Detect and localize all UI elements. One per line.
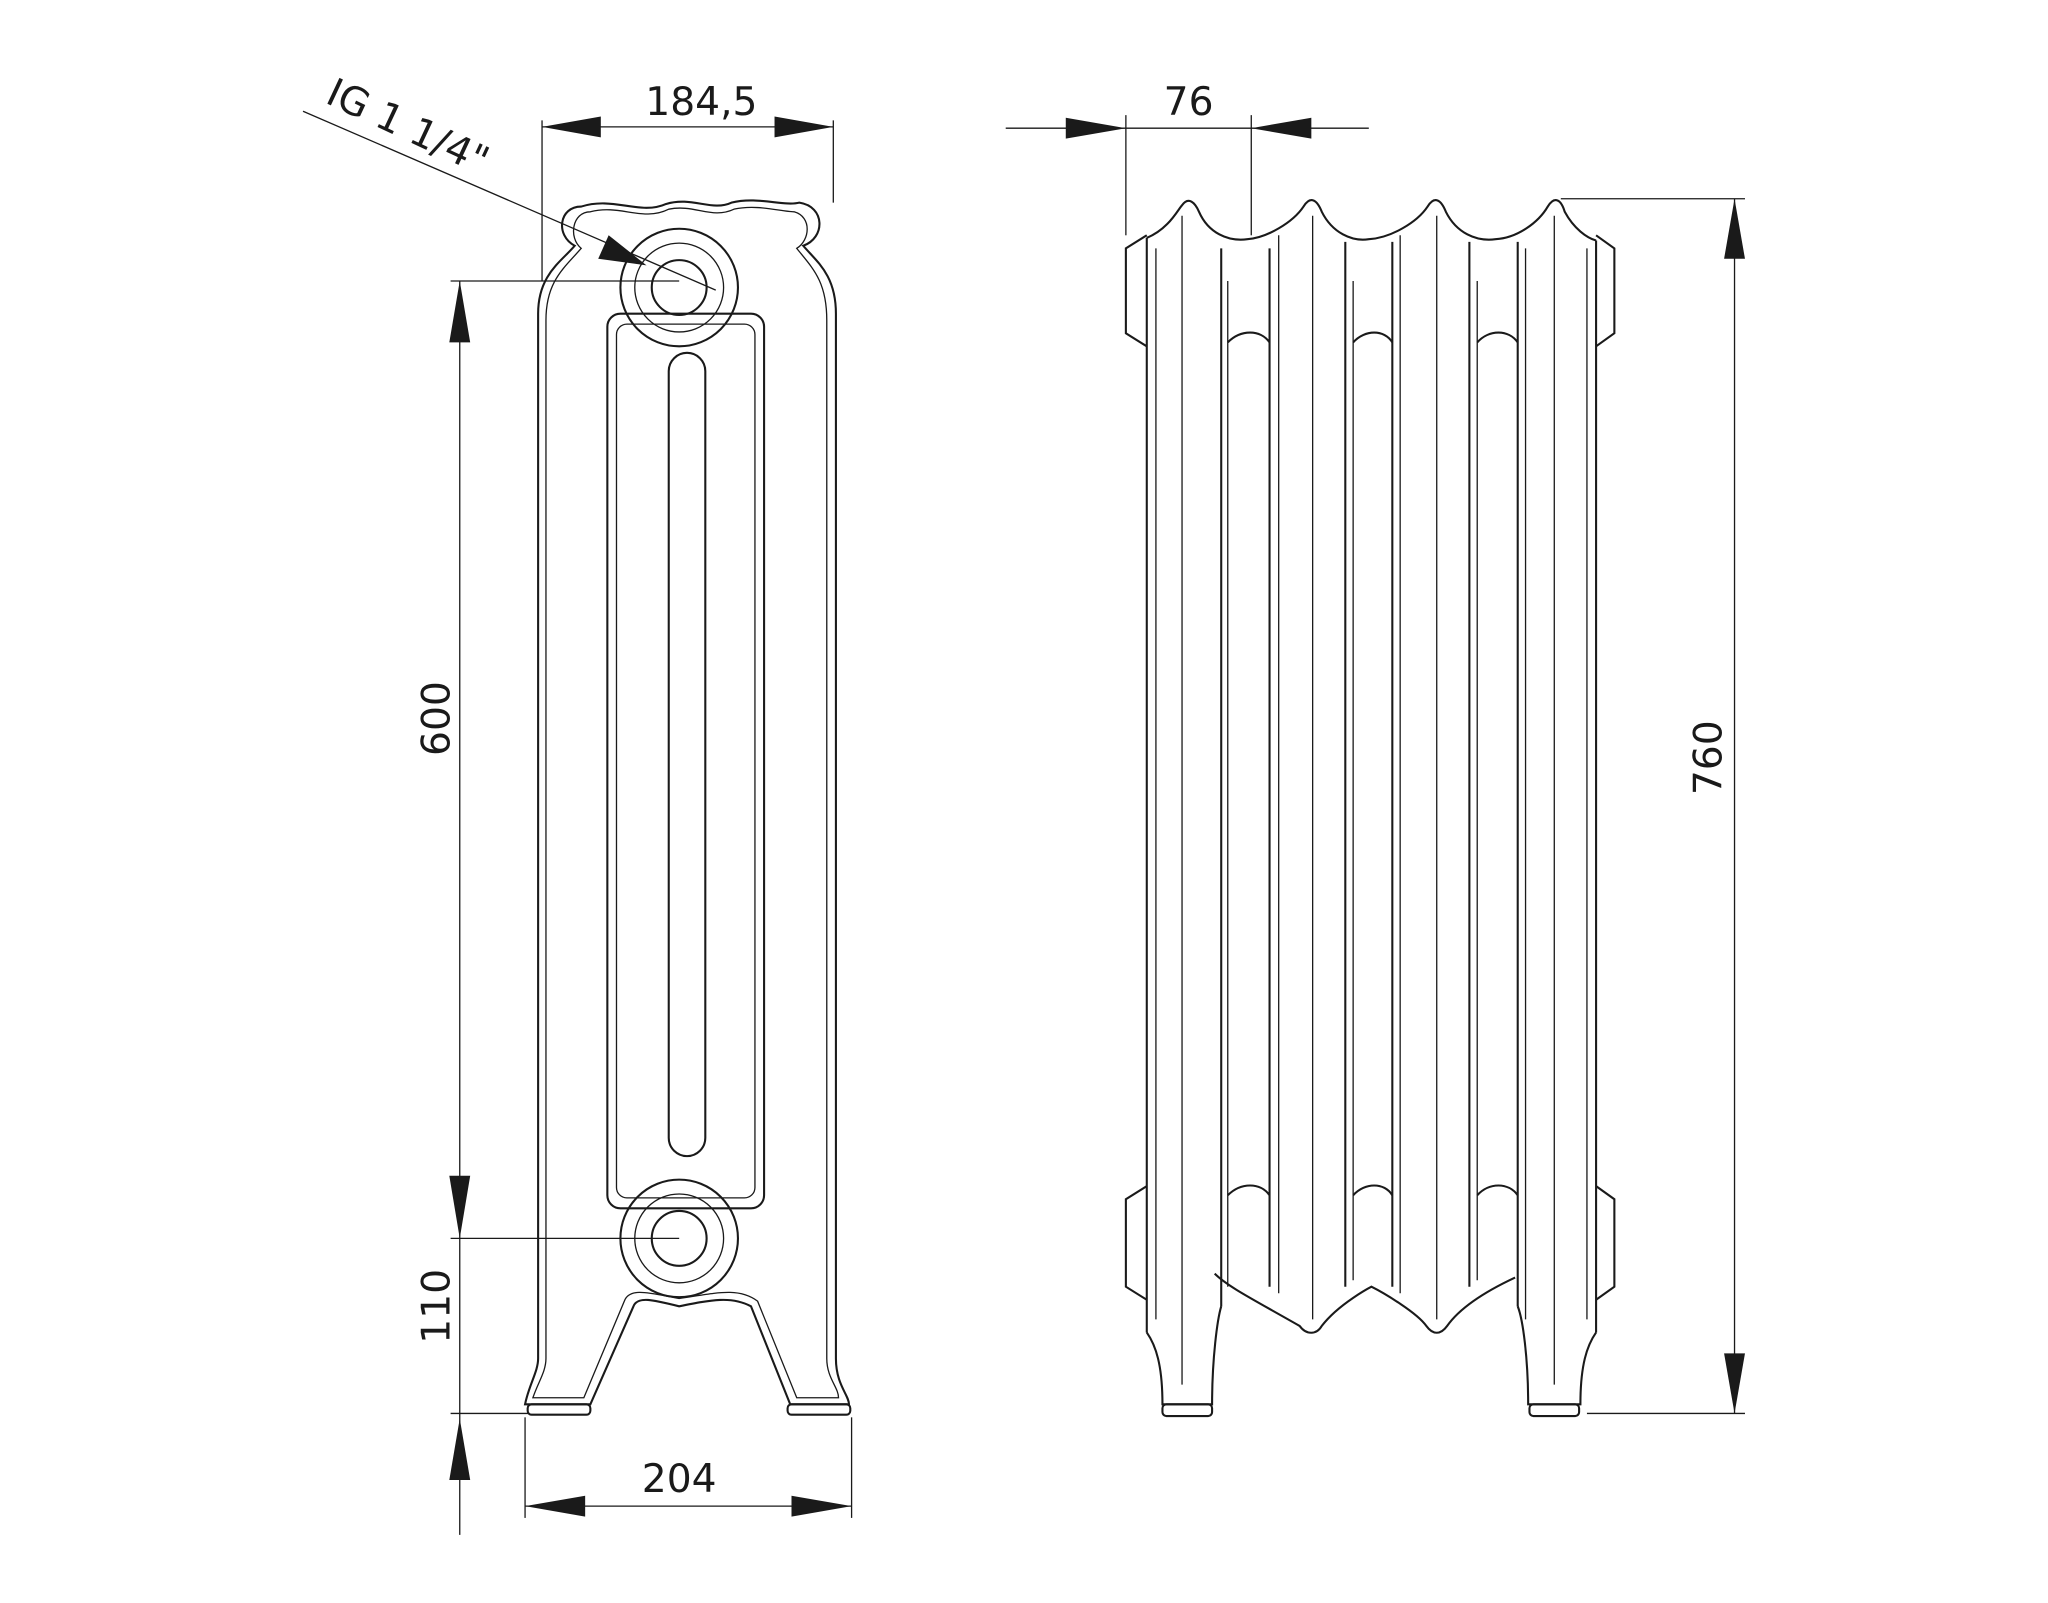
radiator-side-top-profile	[1146, 199, 1597, 242]
dimension-section-pitch: 76	[1164, 80, 1214, 125]
dimension-connection-spacing: 600	[414, 681, 459, 756]
radiator-front-outline	[523, 199, 851, 1406]
foot-right	[786, 1403, 852, 1416]
foot-left	[526, 1403, 592, 1416]
connection-leader-arrow	[598, 235, 647, 266]
connection-label: IG 1 1/4"	[320, 70, 496, 184]
radiator-side-bottom-profile	[1213, 1272, 1516, 1334]
section-columns	[1145, 215, 1598, 1385]
dimension-bottom-offset: 110	[414, 1269, 459, 1344]
inner-panel	[606, 312, 766, 1210]
center-slot	[667, 351, 707, 1158]
dimension-top-width: 184,5	[645, 80, 757, 125]
front-view: IG 1 1/4" 184,5 600 110 204	[302, 70, 853, 1535]
dimension-total-height: 760	[1686, 720, 1731, 795]
side-lugs	[1124, 234, 1616, 1301]
connection-leader-line	[302, 110, 717, 291]
top-connection-circle	[619, 227, 740, 348]
radiator-front-inner-outline	[531, 206, 840, 1399]
dimension-base-width: 204	[642, 1457, 717, 1502]
side-view: 76 760	[1005, 80, 1745, 1418]
inner-panel-inset	[615, 323, 756, 1199]
side-legs	[1145, 1305, 1597, 1418]
